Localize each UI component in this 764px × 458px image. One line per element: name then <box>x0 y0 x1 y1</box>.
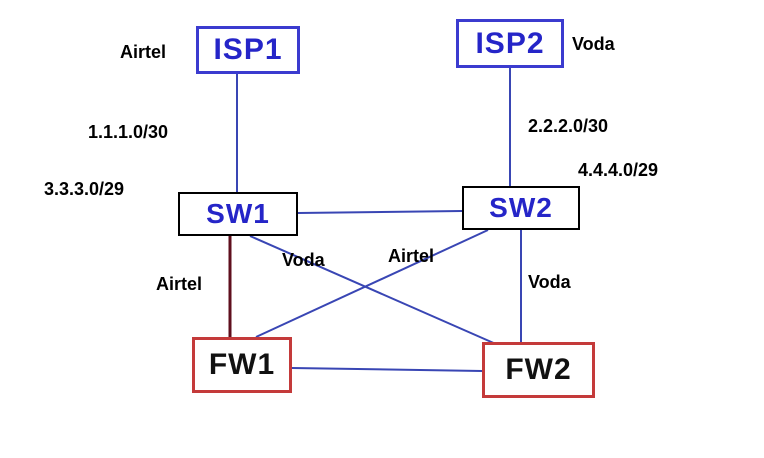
label-isp2-sw2-subnet: 2.2.2.0/30 <box>528 116 609 136</box>
label-isp1-sw1-subnet: 1.1.1.0/30 <box>88 122 169 142</box>
label-isp2-provider: Voda <box>572 34 615 54</box>
node-isp1-label: ISP1 <box>213 33 283 66</box>
link-fw1-fw2 <box>291 367 483 372</box>
label-sw2-fw2-link: Voda <box>528 272 571 292</box>
node-sw1-label: SW1 <box>206 198 270 229</box>
node-fw1-label: FW1 <box>208 348 276 381</box>
label-isp1-provider: Airtel <box>120 42 167 62</box>
node-sw2-label: SW2 <box>489 192 553 223</box>
label-sw2-subnet: 4.4.4.0/29 <box>578 160 659 180</box>
node-fw2: FW2 <box>482 342 595 398</box>
node-isp2-label: ISP2 <box>475 26 545 60</box>
label-sw1-subnet: 3.3.3.0/29 <box>44 179 125 199</box>
link-sw1-sw2 <box>297 210 463 214</box>
node-sw1: SW1 <box>178 192 298 236</box>
node-isp1: ISP1 <box>196 26 300 74</box>
node-sw2: SW2 <box>462 186 580 230</box>
node-fw1: FW1 <box>192 337 292 393</box>
node-isp2: ISP2 <box>456 19 564 68</box>
link-sw2-fw1 <box>255 229 489 338</box>
label-sw1-fw2-link: Voda <box>282 250 325 270</box>
node-fw2-label: FW2 <box>505 353 572 386</box>
link-sw1-fw2 <box>249 235 506 349</box>
label-sw2-fw1-link: Airtel <box>388 246 435 266</box>
label-sw1-fw1-link: Airtel <box>156 274 203 294</box>
